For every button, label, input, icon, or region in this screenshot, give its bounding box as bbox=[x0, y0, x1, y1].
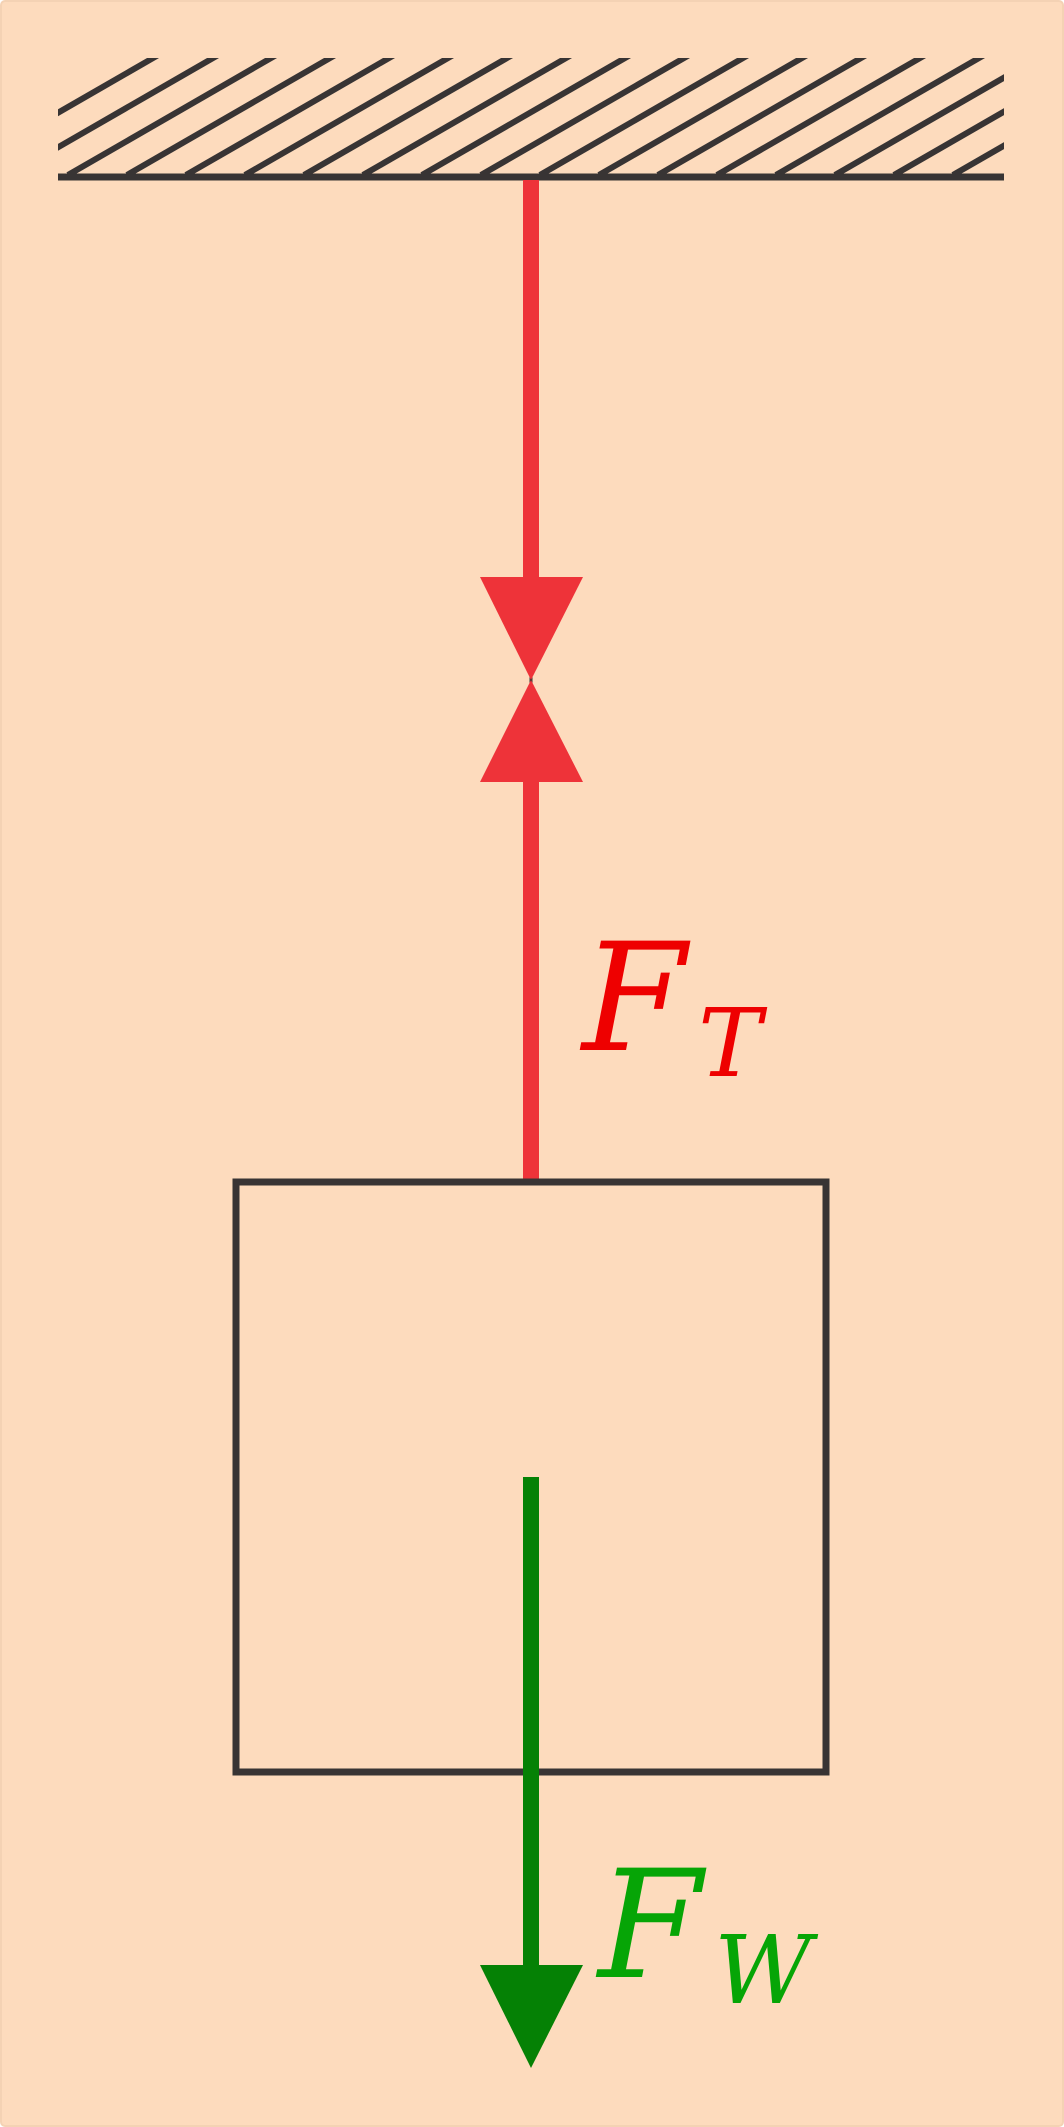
tension-label: F T bbox=[579, 912, 768, 1099]
weight-label-subscript: W bbox=[714, 1916, 819, 2026]
tension-arrowhead-up bbox=[480, 680, 583, 782]
ceiling-hatching bbox=[58, 58, 1004, 174]
tension-label-main: F bbox=[579, 912, 691, 1086]
weight-arrowhead bbox=[480, 1965, 583, 2068]
weight-label-main: F bbox=[595, 1839, 707, 2013]
tension-arrowhead-down bbox=[480, 577, 583, 680]
tension-label-subscript: T bbox=[698, 989, 768, 1099]
weight-label: F W bbox=[595, 1839, 819, 2026]
